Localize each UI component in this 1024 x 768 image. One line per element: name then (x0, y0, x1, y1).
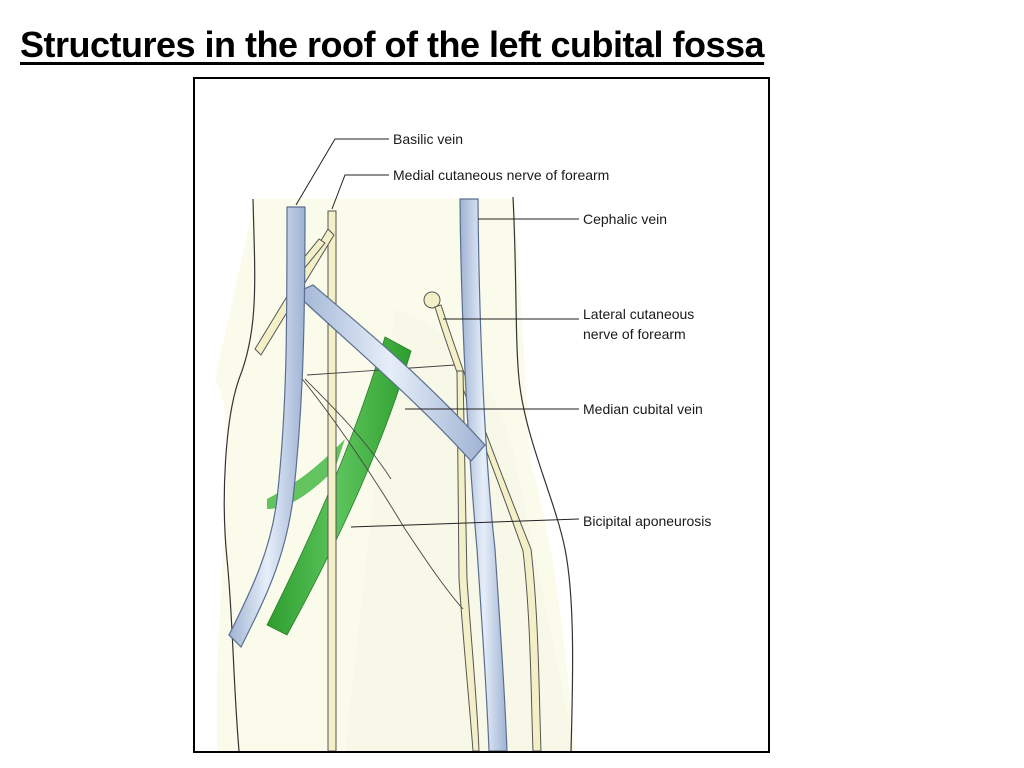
label-bicipital-aponeurosis: Bicipital aponeurosis (583, 513, 711, 529)
arm-outline-right (512, 196, 574, 751)
leader-lines (295, 138, 580, 528)
label-medial-cutaneous-nerve: Medial cutaneous nerve of forearm (393, 167, 609, 183)
label-lateral-cutaneous-nerve-line2: nerve of forearm (583, 326, 686, 342)
bicipital-aponeurosis (266, 336, 412, 636)
label-median-cubital-vein: Median cubital vein (583, 401, 703, 417)
leader-bicipital-aponeurosis (350, 518, 580, 528)
basilic-vein (228, 206, 306, 649)
label-cephalic-vein: Cephalic vein (583, 211, 667, 227)
label-lateral-cutaneous-nerve-line1: Lateral cutaneous (583, 306, 694, 322)
arm-outline-left (223, 198, 256, 751)
lateral-cutaneous-nerve (423, 291, 542, 751)
median-cubital-vein (293, 284, 486, 462)
slide-title: Structures in the roof of the left cubit… (20, 24, 765, 65)
leader-medial-cutaneous-nerve (331, 174, 389, 210)
diagram-frame: Basilic vein Medial cutaneous nerve of f… (193, 77, 770, 753)
label-basilic-vein: Basilic vein (393, 131, 463, 147)
cubital-fossa-diagram: Basilic vein Medial cutaneous nerve of f… (215, 131, 711, 751)
leader-basilic-vein (295, 138, 389, 206)
